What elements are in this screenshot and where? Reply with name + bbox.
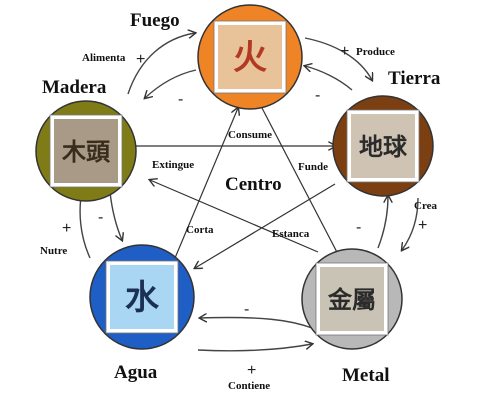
line-metal-madera [150,180,319,253]
sign-minus-tierra-fuego: - [315,87,320,104]
arrow-tierra-to-metal [402,197,419,250]
label-estanca: Estanca [272,228,310,240]
agua-glyph: 水 [125,278,160,318]
agua-tile [110,265,174,329]
control-cycle [126,108,340,268]
arrow-tierra-to-fuego [305,66,353,91]
sign-minus-metal-agua: - [244,301,249,318]
sign-nutre: + [62,220,71,237]
sign-minus-fuego-madera: - [178,91,183,108]
arrow-fuego-to-tierra [304,37,372,80]
metal-glyph: 金屬 [327,285,376,314]
tierra-tile [351,114,415,178]
label-crea: Crea [414,200,438,212]
label-alimenta: Alimenta [82,52,126,64]
element-fuego: 火 [197,4,303,110]
arrow-madera-to-fuego [127,33,195,95]
sign-contiene: + [247,362,256,379]
arrow-agua-to-metal [197,344,312,352]
element-metal: 金屬 [301,248,403,350]
arrow-fuego-to-madera [145,69,197,98]
sign-crea: + [418,217,427,234]
sign-produce: + [340,43,349,60]
label-contiene: Contiene [228,380,270,392]
line-tierra-agua [195,183,336,268]
arrow-metal-to-agua [200,317,313,329]
generation-cycle [80,33,419,352]
sign-minus-metal-tierra: - [356,219,361,236]
label-produce: Produce [356,46,395,58]
label-nutre: Nutre [40,245,67,257]
arrow-metal-to-tierra [377,196,388,249]
sign-alimenta: + [136,51,145,68]
line-agua-fuego [174,108,238,259]
line-fuego-metal [261,107,340,258]
center-label: Centro [225,174,282,195]
element-agua: 水 [89,244,195,350]
label-agua: Agua [114,362,158,383]
label-metal: Metal [342,365,389,386]
label-tierra: Tierra [388,68,441,89]
label-extingue: Extingue [152,159,194,171]
label-fuego: Fuego [130,10,180,31]
label-consume: Consume [228,129,272,141]
sign-minus-madera-agua: - [98,209,103,226]
label-madera: Madera [42,77,107,98]
label-corta: Corta [186,224,214,236]
arrow-madera-to-agua [109,191,122,240]
madera-glyph: 木頭 [61,137,111,166]
madera-tile [54,119,118,183]
metal-tile [320,267,384,331]
tierra-glyph: 地球 [359,132,408,161]
element-madera: 木頭 [35,100,137,202]
fuego-tile [218,25,282,89]
element-tierra: 地球 [332,95,434,197]
label-funde: Funde [298,161,328,173]
fuego-glyph: 火 [233,38,267,78]
